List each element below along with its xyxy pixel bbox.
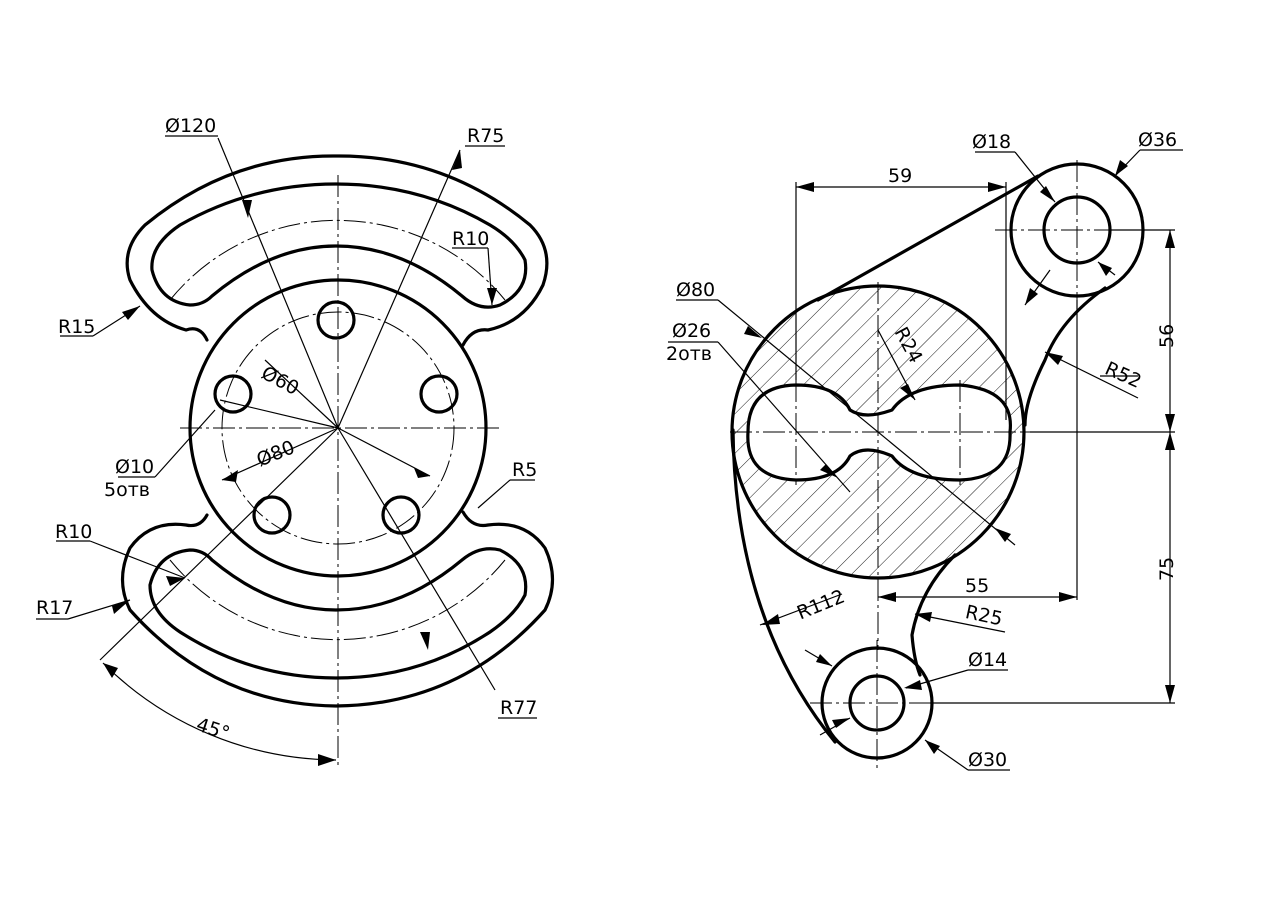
label-dia80-right: Ø80	[676, 279, 715, 301]
lower-arch-outer	[120, 510, 555, 708]
label-d55: 55	[965, 575, 989, 597]
label-dia36: Ø36	[1138, 129, 1177, 151]
label-dia14: Ø14	[968, 649, 1007, 671]
label-holes2: 2отв	[666, 343, 712, 365]
left-part: Ø120 R75 R10 R15 Ø60 Ø80 Ø10 5отв R5 R10…	[36, 115, 555, 766]
label-r77: R77	[500, 697, 537, 719]
lower-slot	[148, 547, 528, 680]
label-d56: 56	[1156, 324, 1178, 348]
label-d75: 75	[1156, 557, 1178, 581]
right-part: Ø18 Ø36 59 Ø80 Ø26 2отв R24 56 R52 75 55…	[666, 129, 1183, 771]
label-angle45: 45°	[194, 714, 233, 745]
label-holes5: 5отв	[104, 479, 150, 501]
central-disc	[188, 278, 488, 578]
label-r75: R75	[467, 125, 504, 147]
label-r17: R17	[36, 597, 73, 619]
label-r10-bottom: R10	[55, 521, 92, 543]
label-dia10: Ø10	[115, 456, 154, 478]
label-dia60: Ø60	[258, 362, 303, 400]
label-r15: R15	[58, 316, 95, 338]
label-r112: R112	[794, 585, 848, 624]
upper-slot	[150, 182, 528, 309]
label-r52: R52	[1102, 358, 1145, 393]
label-dia120: Ø120	[165, 115, 216, 137]
label-d59: 59	[888, 165, 912, 187]
label-dia30: Ø30	[968, 749, 1007, 771]
label-dia18: Ø18	[972, 131, 1011, 153]
label-dia80: Ø80	[253, 436, 298, 471]
label-r10-top: R10	[452, 228, 489, 250]
upper-arch-outer	[125, 154, 549, 347]
label-dia26: Ø26	[672, 320, 711, 342]
label-r25: R25	[963, 601, 1004, 630]
bolt-holes	[213, 300, 459, 535]
label-r5: R5	[512, 459, 537, 481]
